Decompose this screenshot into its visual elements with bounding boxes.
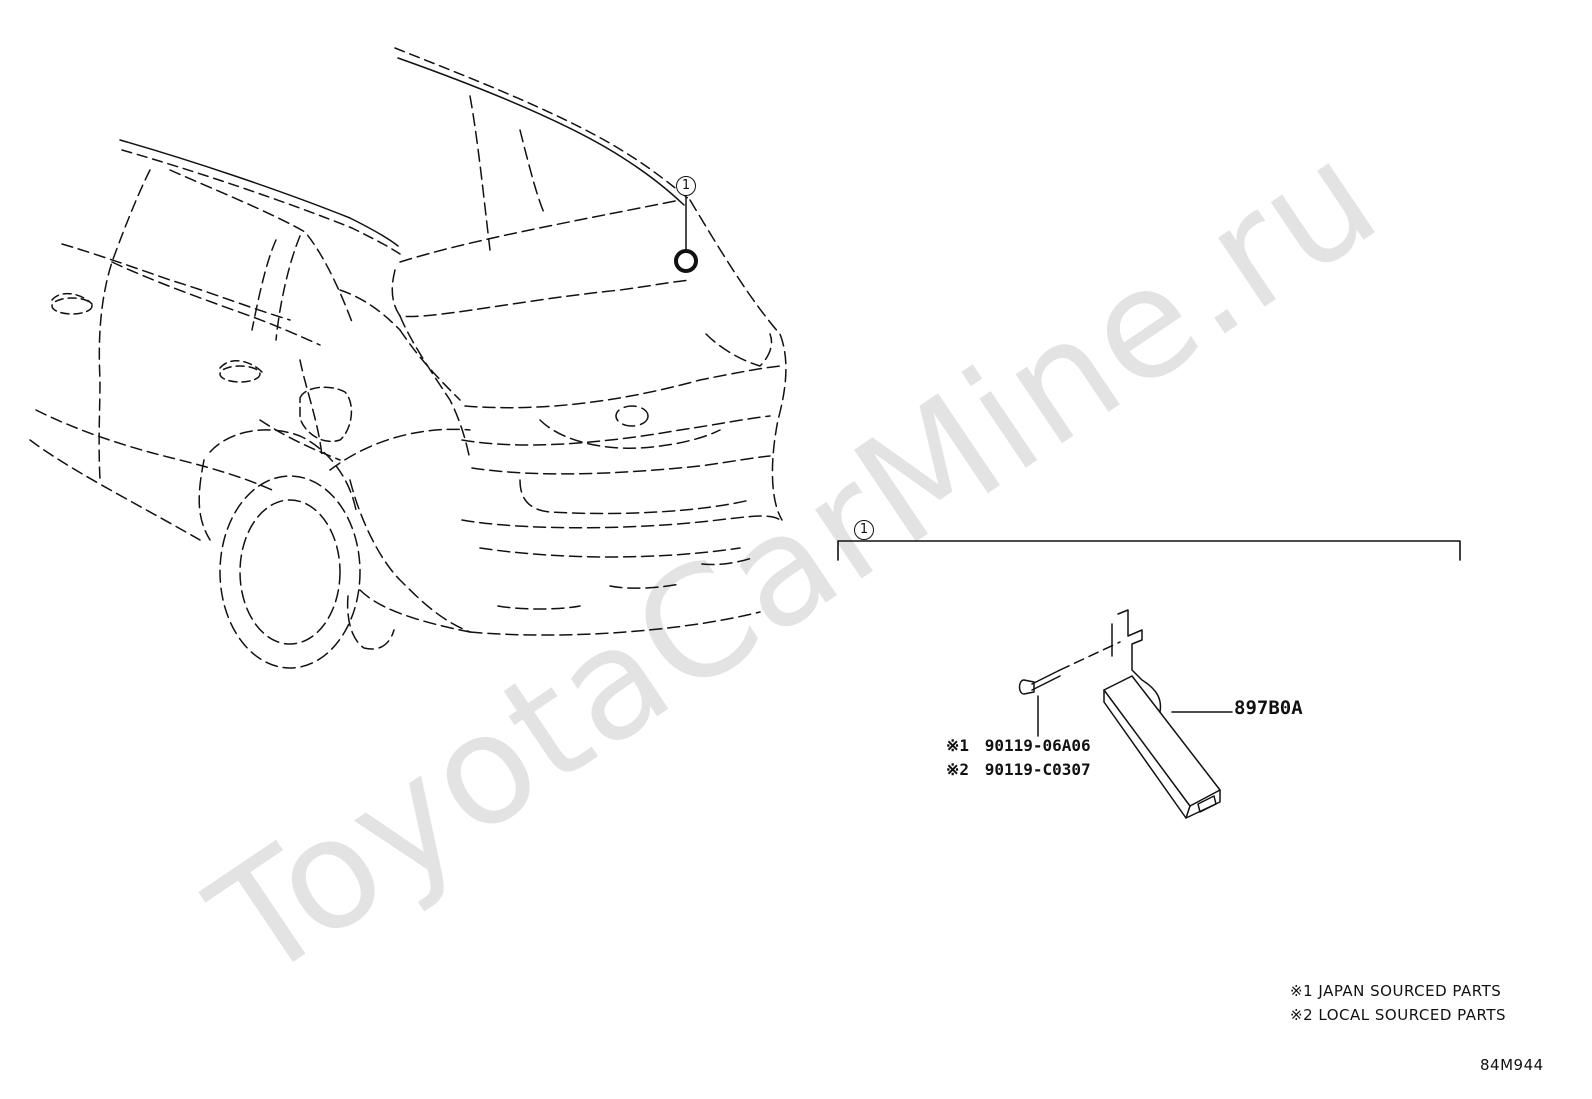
screw-mark: ※2 (946, 760, 970, 779)
legend-mark: ※1 (1290, 982, 1314, 1000)
callout-target-ring (674, 249, 698, 273)
screw-part-label: ※2 90119-C0307 (946, 760, 1091, 779)
fuel-door (299, 386, 353, 443)
screw-mark: ※1 (946, 736, 970, 755)
assembly-bracket (837, 540, 1461, 561)
side-body (29, 169, 461, 541)
module-illustration (1103, 609, 1233, 819)
callout-number: 1 (676, 176, 696, 196)
module-part-number: 897B0A (1234, 697, 1303, 719)
legend-item: ※2 LOCAL SOURCED PARTS (1290, 1006, 1506, 1024)
screw-part-label: ※1 90119-06A06 (946, 736, 1091, 755)
illustration-code: 84M944 (1480, 1056, 1544, 1074)
rear-wheel (198, 429, 361, 669)
roof-rails (119, 47, 691, 255)
door-handles (51, 292, 263, 383)
legend-text: LOCAL SOURCED PARTS (1318, 1006, 1507, 1024)
legend-mark: ※2 (1290, 1006, 1314, 1024)
screw-part-number: 90119-06A06 (984, 736, 1091, 755)
callout-number: 1 (854, 520, 874, 540)
legend-text: JAPAN SOURCED PARTS (1318, 982, 1502, 1000)
legend-item: ※1 JAPAN SOURCED PARTS (1290, 982, 1501, 1000)
tailgate (329, 95, 787, 650)
screw-illustration (1018, 641, 1121, 737)
screw-part-number: 90119-C0307 (984, 760, 1091, 779)
